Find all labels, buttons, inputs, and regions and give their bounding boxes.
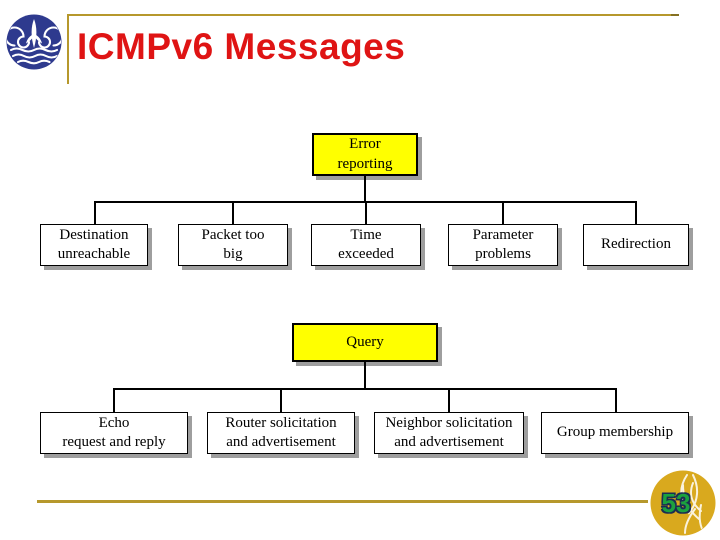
tree-node-group-membership: Group membership — [541, 412, 689, 454]
connector-line — [113, 390, 115, 412]
header-vertical-rule — [67, 14, 69, 84]
tree-node-time-exceeded: Time exceeded — [311, 224, 421, 266]
connector-line — [113, 388, 617, 390]
connector-line — [364, 362, 366, 389]
footer-rule — [37, 500, 648, 503]
header-rule-tip — [671, 14, 679, 16]
tree-node-router-solicitation: Router solicitation and advertisement — [207, 412, 355, 454]
page-title: ICMPv6 Messages — [77, 26, 406, 67]
page-number: 53 — [661, 488, 691, 518]
tree-root-error-reporting: Error reporting — [312, 133, 418, 176]
connector-line — [94, 201, 637, 203]
page-badge-icon — [650, 470, 716, 536]
institution-logo-icon — [6, 14, 62, 70]
connector-line — [448, 390, 450, 412]
connector-line — [232, 203, 234, 224]
connector-line — [94, 203, 96, 224]
tree-node-parameter-problems: Parameter problems — [448, 224, 558, 266]
tree-node-redirection: Redirection — [583, 224, 689, 266]
tree-node-neighbor-solicitation: Neighbor solicitation and advertisement — [374, 412, 524, 454]
tree-node-echo-request-reply: Echo request and reply — [40, 412, 188, 454]
header-rule — [67, 14, 679, 16]
connector-line — [364, 176, 366, 203]
tree-node-destination-unreachable: Destination unreachable — [40, 224, 148, 266]
connector-line — [280, 390, 282, 412]
connector-line — [615, 390, 617, 412]
connector-line — [635, 203, 637, 224]
connector-line — [365, 203, 367, 224]
tree-root-query: Query — [292, 323, 438, 362]
tree-node-packet-too-big: Packet too big — [178, 224, 288, 266]
connector-line — [502, 203, 504, 224]
